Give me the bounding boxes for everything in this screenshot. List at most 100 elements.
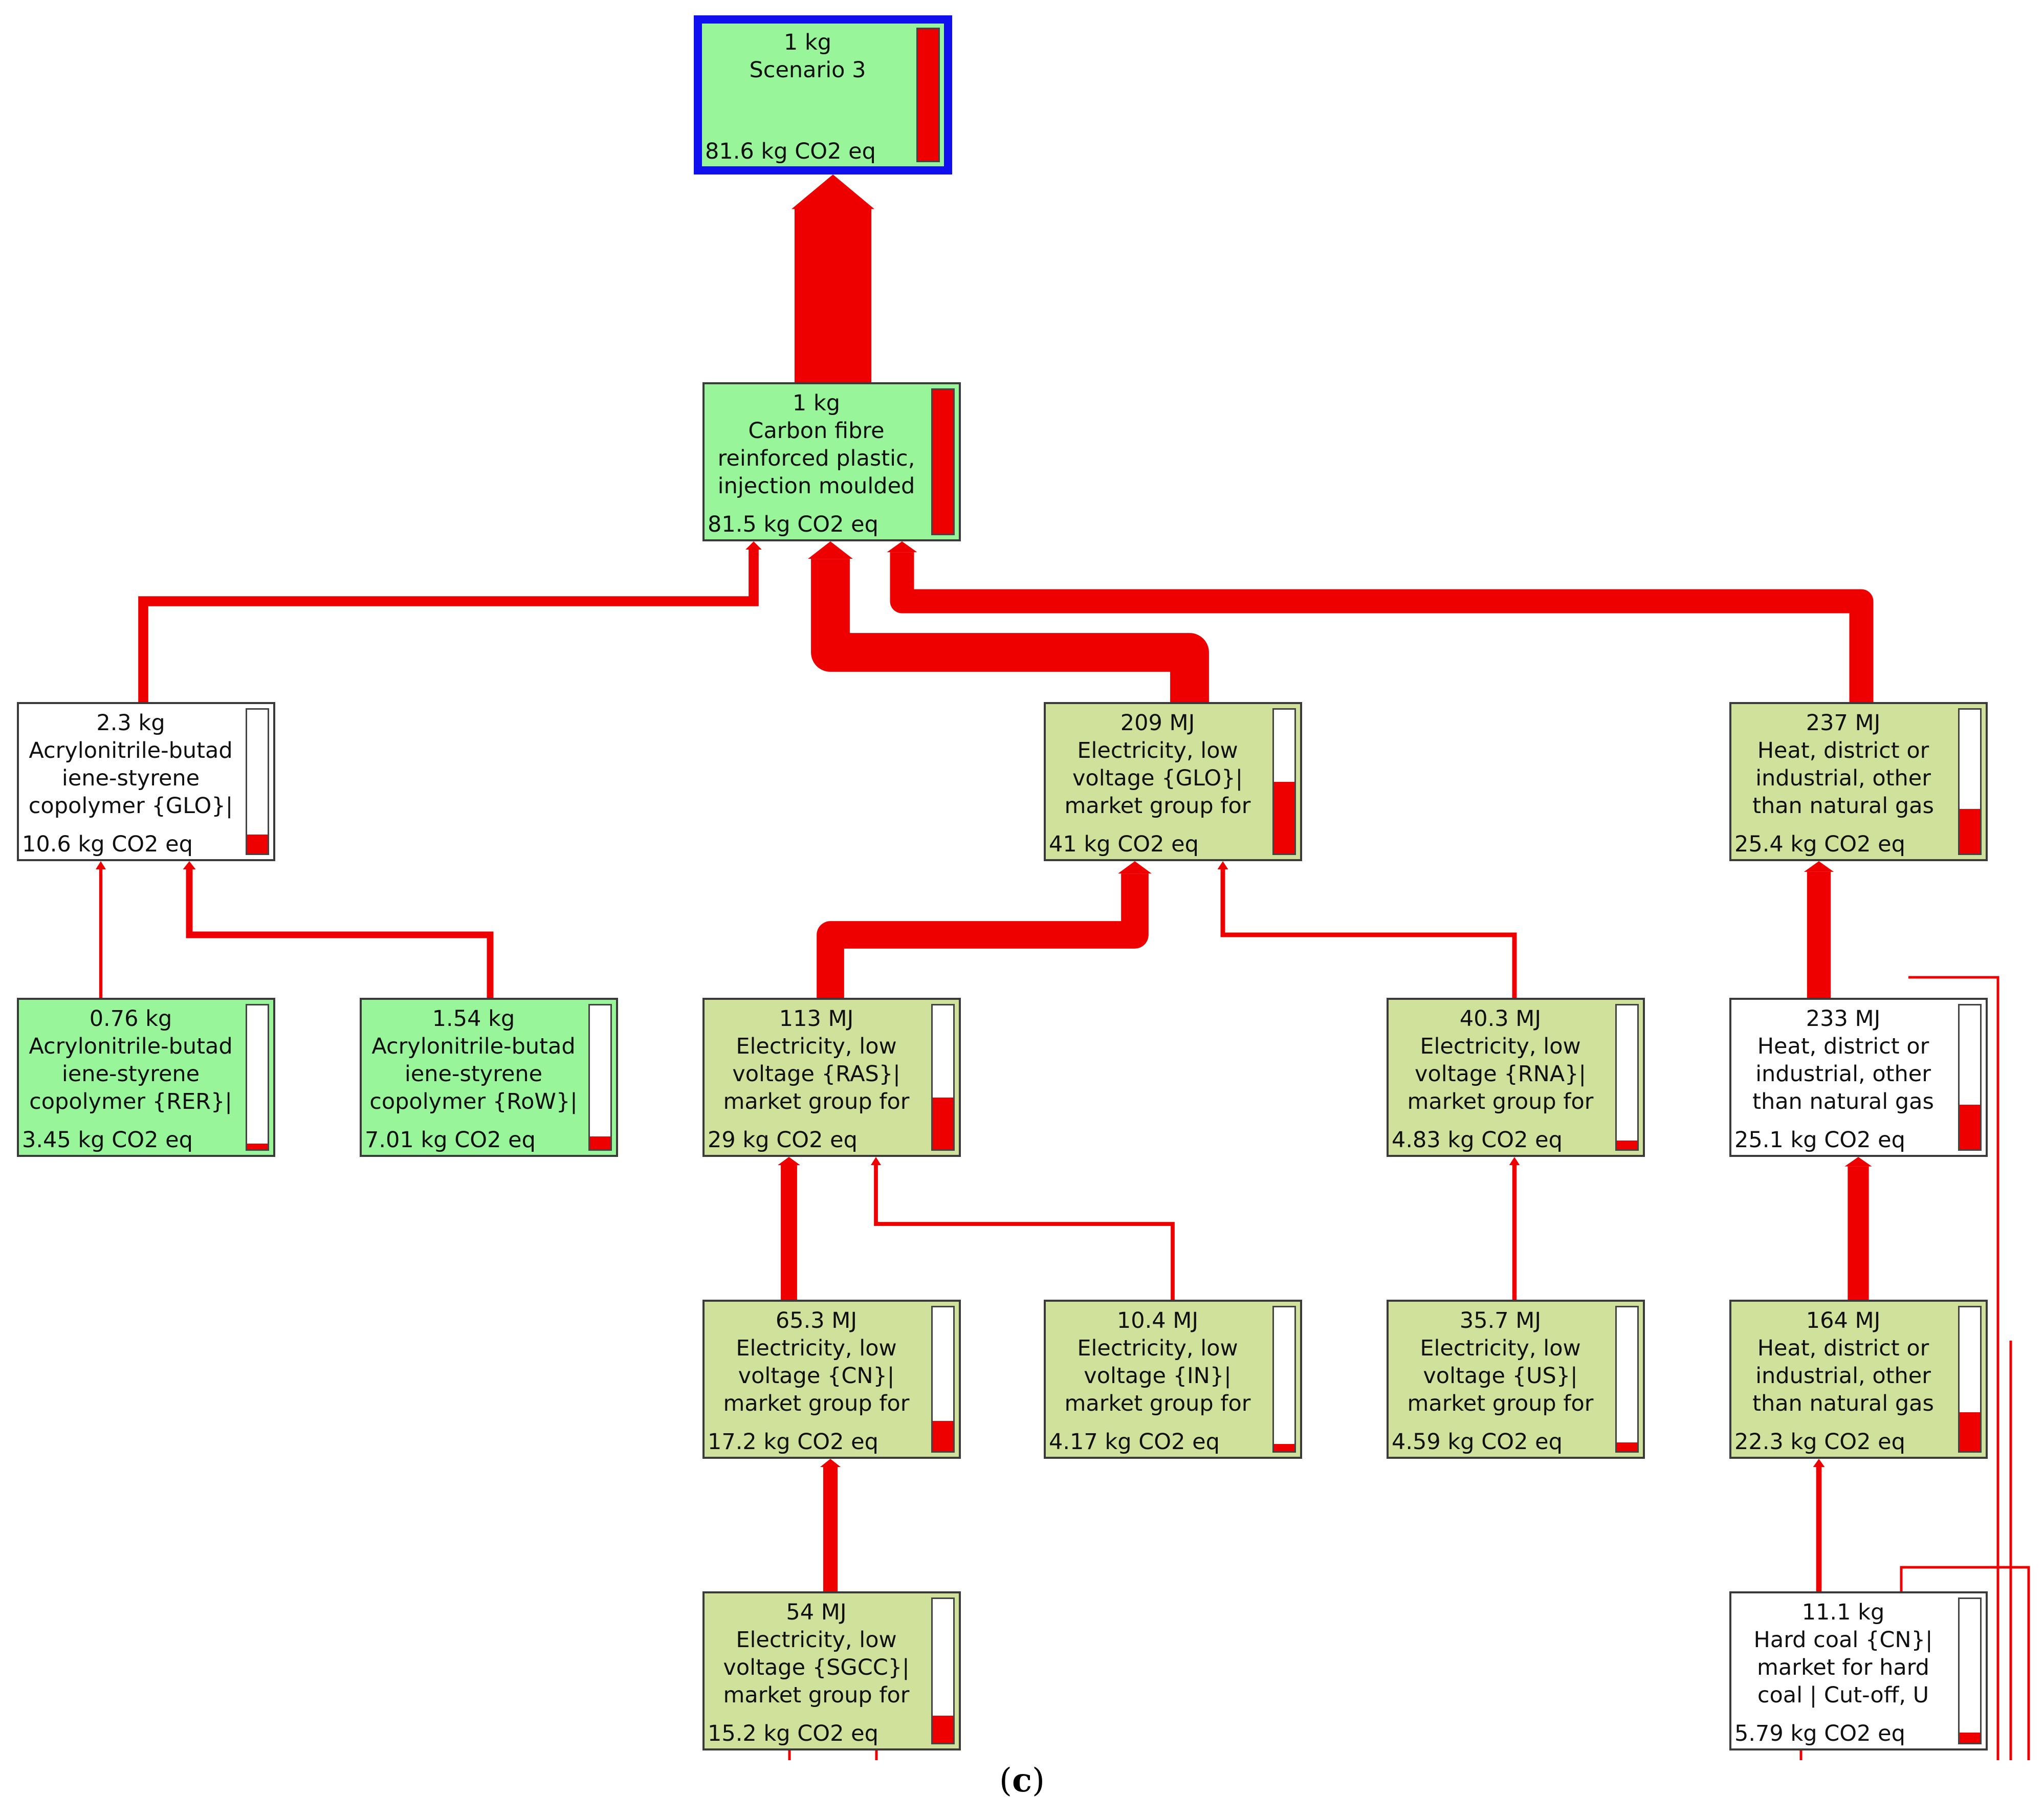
node-label-line: copolymer {GLO}| xyxy=(28,793,233,819)
flow-arrowhead xyxy=(887,541,917,553)
flow-link-abs-glo-to-cfrp xyxy=(138,541,762,702)
node-label-line: coal | Cut-off, U xyxy=(1757,1682,1929,1708)
flow-link-path xyxy=(890,552,1874,702)
node-label-line: voltage {SGCC}| xyxy=(723,1655,910,1680)
node-amount: 11.1 kg xyxy=(1801,1600,1885,1625)
impact-gauge xyxy=(931,1597,955,1744)
flow-link-path xyxy=(817,873,1149,998)
node-label-line: market group for xyxy=(723,1391,910,1416)
node-label-line: iene-styrene xyxy=(61,1061,200,1087)
impact-gauge xyxy=(1272,1306,1296,1453)
node-label-line: voltage {US}| xyxy=(1423,1363,1578,1389)
node-label-line: voltage {IN}| xyxy=(1084,1363,1232,1389)
node-label-line: Heat, district or xyxy=(1757,1034,1929,1059)
node-label-line: voltage {RAS}| xyxy=(732,1061,900,1087)
flow-link-elec-in-to-elec-ras xyxy=(871,1157,1175,1300)
node-label-line: than natural gas xyxy=(1752,1391,1934,1416)
offscreen-connectors xyxy=(788,976,2030,1760)
impact-gauge xyxy=(931,1306,955,1453)
node-label-line: market group for xyxy=(1407,1089,1594,1114)
flow-arrowhead xyxy=(1217,861,1228,869)
flow-arrowhead xyxy=(778,1157,800,1165)
figure-caption: (c) xyxy=(999,1761,1045,1800)
node-amount: 54 MJ xyxy=(786,1600,847,1625)
node-label-line: voltage {CN}| xyxy=(738,1363,895,1389)
impact-gauge-fill xyxy=(1960,808,1980,853)
node-label-line: Acrylonitrile-butad xyxy=(29,738,233,763)
flow-arrowhead xyxy=(1509,1157,1520,1165)
node-amount: 237 MJ xyxy=(1806,710,1881,736)
node-impact: 3.45 kg CO2 eq xyxy=(22,1127,193,1153)
impact-gauge xyxy=(1958,1597,1982,1744)
node-label-line: market group for xyxy=(1064,793,1251,819)
node-label-line: market group for xyxy=(723,1089,910,1114)
node-label-line: than natural gas xyxy=(1752,1089,1934,1114)
node-label-line: Electricity, low xyxy=(1420,1336,1581,1361)
node-impact: 81.5 kg CO2 eq xyxy=(708,512,878,537)
flow-arrowhead xyxy=(183,861,196,869)
flow-arrowhead xyxy=(792,174,874,209)
impact-gauge xyxy=(1958,708,1982,855)
flow-arrowhead xyxy=(1813,1459,1825,1467)
impact-gauge-fill xyxy=(1960,1104,1980,1149)
node-label-line: iene-styrene xyxy=(404,1061,543,1087)
node-amount: 164 MJ xyxy=(1806,1308,1881,1333)
caption-letter: c xyxy=(1012,1761,1032,1800)
flow-link-elec-rna-to-elec-glo xyxy=(1217,861,1517,998)
node-label-line: industrial, other xyxy=(1755,765,1931,791)
impact-gauge xyxy=(588,1004,612,1151)
flow-link-elec-cn-to-elec-ras xyxy=(778,1157,800,1300)
impact-gauge xyxy=(1958,1306,1982,1453)
flow-arrowhead xyxy=(745,541,762,550)
impact-gauge-fill xyxy=(1960,1412,1980,1451)
node-label-line: voltage {GLO}| xyxy=(1072,765,1243,791)
impact-gauge xyxy=(1958,1004,1982,1151)
node-impact: 17.2 kg CO2 eq xyxy=(708,1429,878,1455)
node-label-line: Hard coal {CN}| xyxy=(1753,1627,1933,1653)
node-label-line: Electricity, low xyxy=(1077,738,1238,763)
impact-gauge xyxy=(931,388,955,535)
node-label-line: Heat, district or xyxy=(1757,1336,1929,1361)
node-amount: 209 MJ xyxy=(1120,710,1195,736)
node-label-line: voltage {RNA}| xyxy=(1415,1061,1586,1087)
impact-gauge-fill xyxy=(247,1143,268,1149)
impact-gauge-fill xyxy=(1617,1442,1637,1451)
flow-arrowhead xyxy=(1804,861,1834,872)
node-label-line: industrial, other xyxy=(1755,1061,1931,1087)
node-amount: 40.3 MJ xyxy=(1459,1006,1542,1032)
node-amount: 10.4 MJ xyxy=(1116,1308,1199,1333)
node-amount: 233 MJ xyxy=(1806,1006,1881,1032)
node-label-line: Carbon fibre xyxy=(748,418,885,444)
impact-gauge-fill xyxy=(933,390,953,534)
node-amount: 35.7 MJ xyxy=(1459,1308,1542,1333)
node-label-line: copolymer {RER}| xyxy=(29,1089,232,1114)
flow-link-abs-row-to-abs-glo xyxy=(183,861,494,998)
node-label-line: copolymer {RoW}| xyxy=(369,1089,578,1114)
impact-gauge-fill xyxy=(933,1715,953,1743)
flow-link-elec-ras-to-elec-glo xyxy=(817,861,1152,998)
